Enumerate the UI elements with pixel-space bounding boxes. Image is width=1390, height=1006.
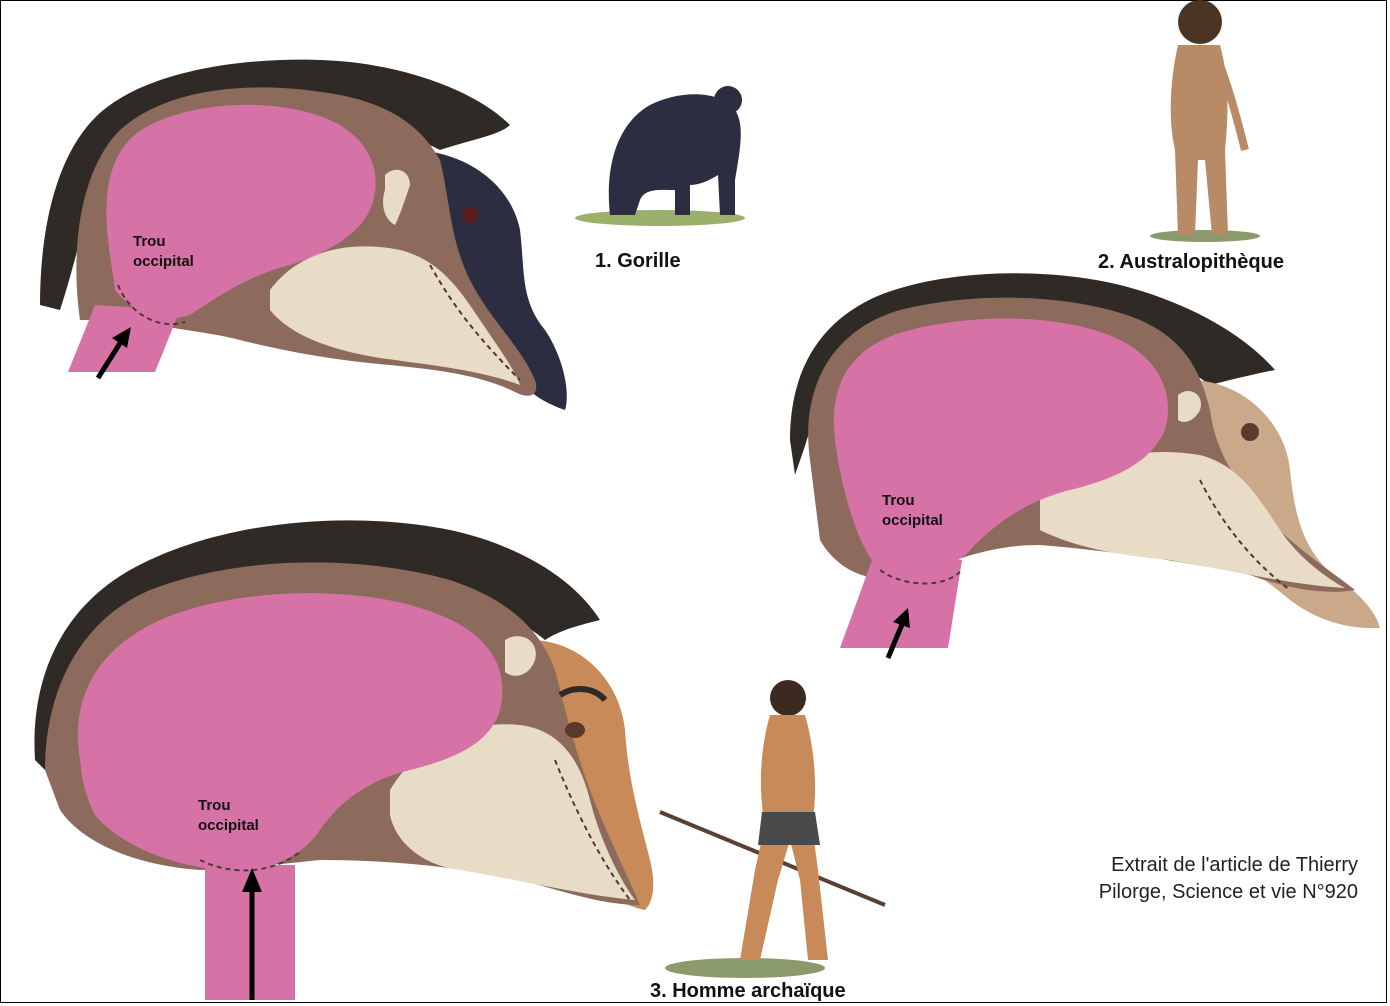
archaic-human-figure	[660, 680, 885, 978]
australopithecus-trou-line1: Trou	[882, 491, 943, 511]
gorilla-trou-line1: Trou	[133, 232, 194, 252]
australopithecus-title: 2. Australopithèque	[1098, 251, 1284, 274]
gorilla-head-section	[40, 60, 567, 410]
archaic-human-trou-line1: Trou	[198, 796, 259, 816]
australopithecus-head-section	[790, 273, 1380, 658]
credit-line-2: Pilorge, Science et vie N°920	[1099, 879, 1358, 906]
australopithecus-trou-occipital-label: Trou occipital	[882, 491, 943, 531]
archaic-human-trou-line2: occipital	[198, 816, 259, 836]
gorilla-trou-occipital-label: Trou occipital	[133, 232, 194, 272]
source-credit: Extrait de l'article de Thierry Pilorge,…	[1099, 852, 1358, 906]
archaic-human-trou-occipital-label: Trou occipital	[198, 796, 259, 836]
australopithecus-figure	[1150, 0, 1260, 242]
archaic-human-title: 3. Homme archaïque	[650, 980, 846, 1003]
gorilla-trou-line2: occipital	[133, 252, 194, 272]
gorilla-figure	[575, 86, 745, 226]
australopithecus-trou-line2: occipital	[882, 511, 943, 531]
gorilla-title: 1. Gorille	[595, 250, 681, 273]
archaic-human-head-section	[34, 520, 653, 1000]
credit-line-1: Extrait de l'article de Thierry	[1099, 852, 1358, 879]
